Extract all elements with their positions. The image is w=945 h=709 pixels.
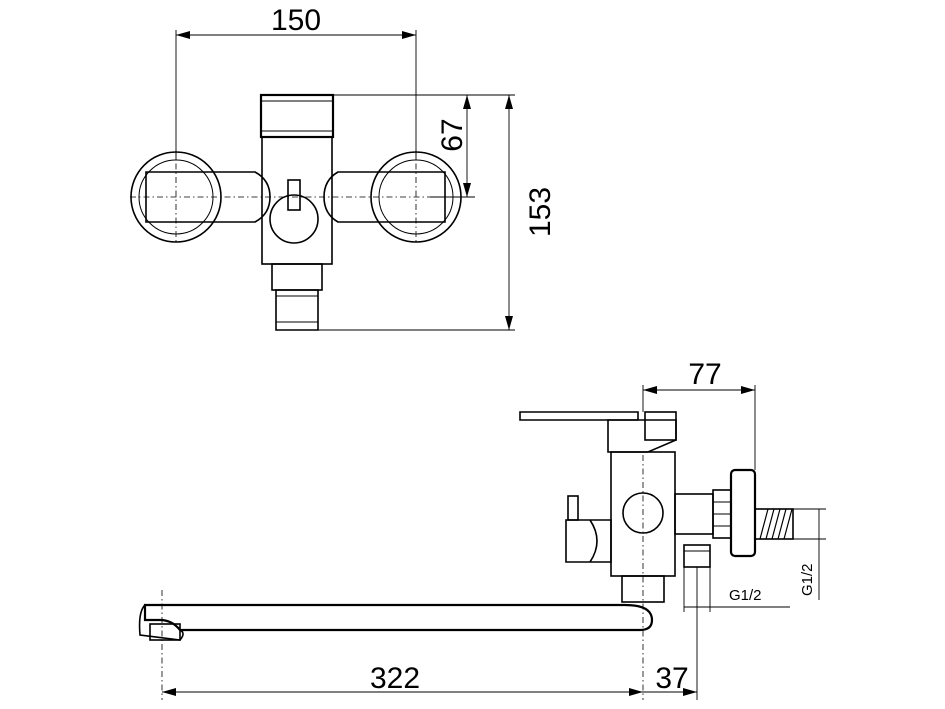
lever-plate	[519, 411, 639, 421]
dim-spout-offset: 37	[655, 662, 688, 695]
diverter-knob	[269, 194, 319, 244]
side-connection	[674, 493, 714, 535]
side-wall-flange	[729, 468, 757, 558]
dim-thread-vertical: G1/2	[799, 563, 816, 596]
side-small-lever	[567, 495, 579, 521]
dim-front-total-height: 153	[524, 187, 557, 237]
dim-thread-horizontal: G1/2	[729, 587, 762, 604]
side-view: 77 322 37 G1/2 G1/2	[138, 358, 826, 700]
lever-body	[607, 419, 677, 453]
bottom-connector	[683, 544, 711, 568]
outlet-connector	[271, 263, 323, 291]
spout	[143, 603, 654, 632]
dim-side-depth: 77	[688, 358, 721, 391]
mixer-body	[261, 136, 333, 265]
dim-front-width: 150	[271, 4, 321, 37]
dim-spout-length: 322	[370, 662, 420, 695]
diverter-stem	[287, 179, 301, 211]
front-view: 150 67 153	[130, 4, 557, 331]
thread-hatch	[759, 508, 793, 540]
dim-front-upper-height: 67	[436, 118, 469, 151]
spout-aerator	[149, 623, 181, 641]
